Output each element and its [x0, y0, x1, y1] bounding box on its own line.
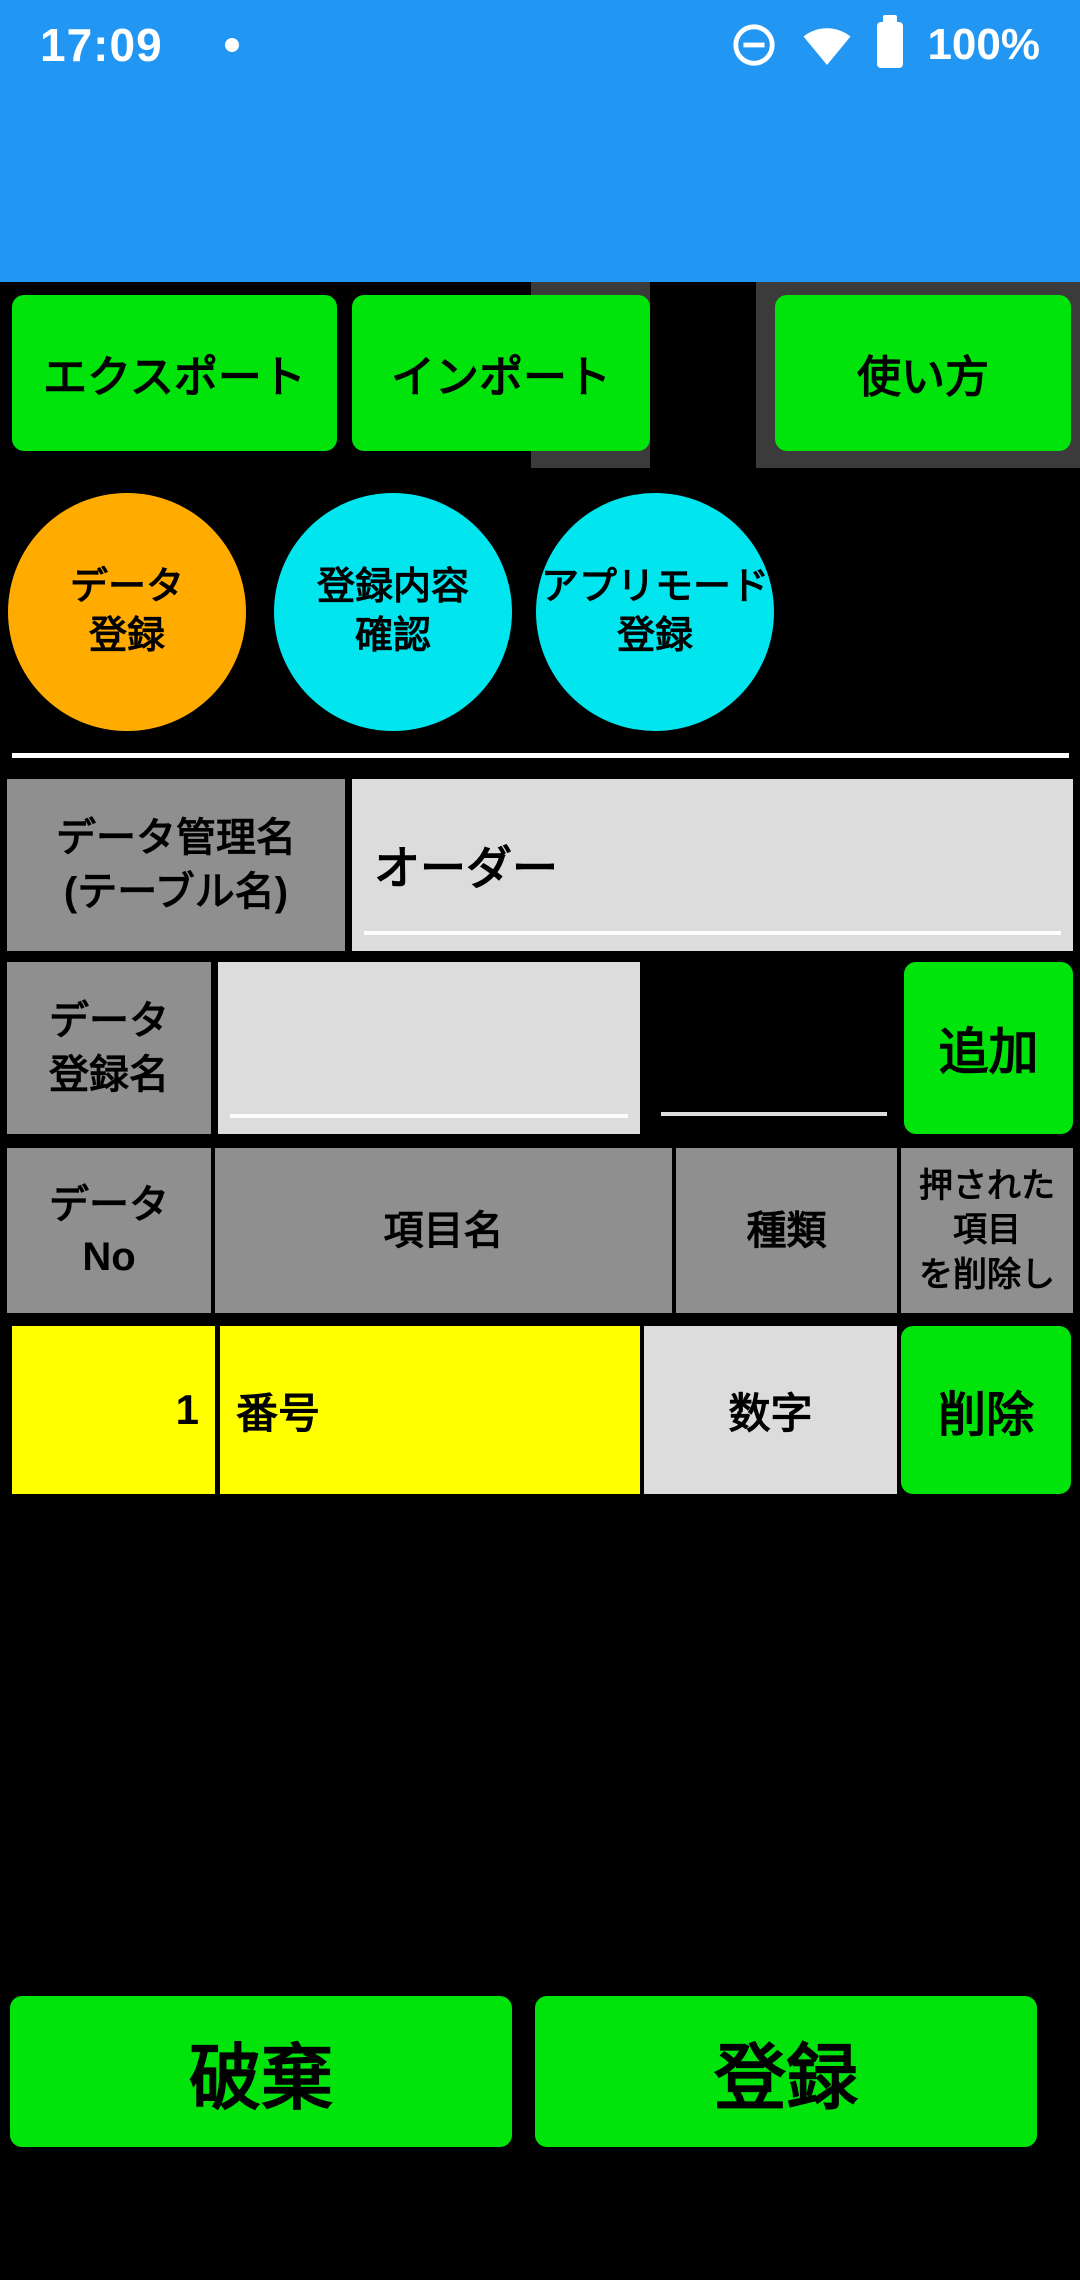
status-bar: 17:09 100% — [0, 0, 1080, 90]
register-button[interactable]: 登録 — [535, 1996, 1037, 2147]
column-header-delete: 押された 項目 を削除し — [901, 1148, 1073, 1313]
data-register-tab[interactable]: データ 登録 — [8, 493, 246, 731]
export-button[interactable]: エクスポート — [12, 295, 337, 451]
column-header-name: 項目名 — [215, 1148, 672, 1313]
battery-icon — [877, 15, 904, 68]
section-divider — [12, 753, 1069, 758]
register-name-field[interactable] — [218, 962, 640, 1134]
extra-input-field[interactable] — [661, 962, 887, 1134]
table-row-no-cell[interactable]: 1 — [12, 1326, 215, 1494]
status-icons: 100% — [731, 15, 1040, 70]
do-not-disturb-icon — [733, 24, 776, 66]
android-nav-bar — [0, 2166, 1080, 2280]
input-underline — [364, 931, 1061, 935]
column-header-no: データ No — [7, 1148, 211, 1313]
table-name-label: データ管理名 (テーブル名) — [7, 779, 345, 951]
table-name-field[interactable] — [352, 779, 1073, 951]
help-button[interactable]: 使い方 — [775, 295, 1071, 451]
row-delete-button[interactable]: 削除 — [901, 1326, 1071, 1494]
column-header-type: 種類 — [676, 1148, 897, 1313]
input-underline — [230, 1114, 628, 1118]
register-name-input[interactable] — [218, 962, 640, 1134]
wifi-icon — [803, 28, 851, 65]
battery-percent: 100% — [927, 20, 1040, 69]
table-row-type-cell[interactable]: 数字 — [644, 1326, 897, 1494]
table-name-input[interactable] — [352, 779, 1073, 951]
discard-button[interactable]: 破棄 — [10, 1996, 512, 2147]
table-row-name-cell[interactable]: 番号 — [220, 1326, 640, 1494]
add-button[interactable]: 追加 — [904, 962, 1073, 1134]
notification-dot-icon — [224, 38, 239, 52]
input-underline — [661, 1112, 887, 1116]
app-header — [0, 90, 1080, 282]
status-time: 17:09 — [40, 19, 163, 71]
import-button[interactable]: インポート — [352, 295, 650, 451]
register-name-label: データ 登録名 — [7, 962, 211, 1134]
register-confirm-tab[interactable]: 登録内容 確認 — [274, 493, 512, 731]
app-mode-register-tab[interactable]: アプリモード 登録 — [536, 493, 774, 731]
